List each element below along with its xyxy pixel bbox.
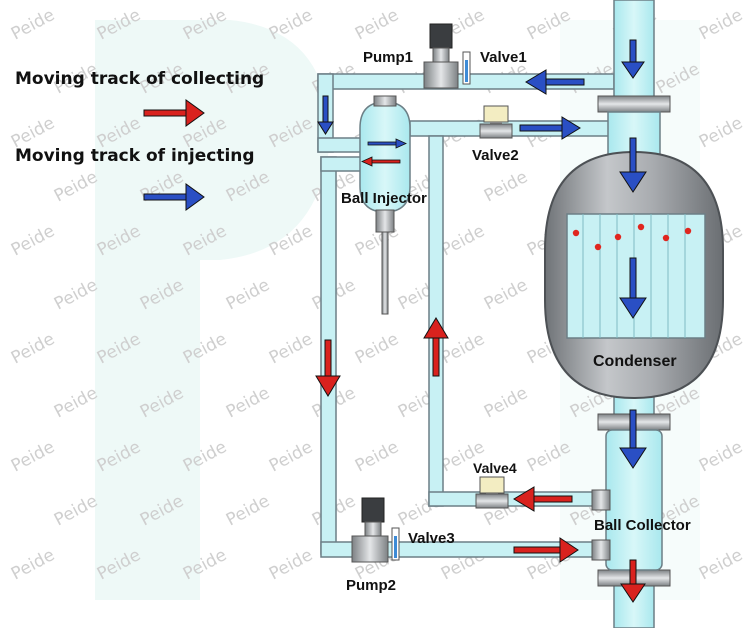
label-condenser: Condenser [593, 353, 677, 370]
label-valve4: Valve4 [473, 460, 517, 476]
inject-arrow-condenser-inlet [619, 137, 647, 193]
collect-arrow-left-down [315, 339, 341, 397]
ball-injector [359, 95, 411, 315]
label-valve1: Valve1 [480, 49, 527, 66]
watermark-text: Peide [352, 437, 402, 476]
valve3 [391, 527, 400, 561]
watermark-text: Peide [481, 275, 531, 314]
legend-injecting-label: Moving track of injecting [15, 146, 255, 166]
inject-arrow-injector [367, 138, 407, 149]
collect-arrow-middle-up [423, 317, 449, 377]
watermark-text: Peide [696, 5, 743, 44]
label-pump2: Pump2 [346, 577, 396, 594]
watermark-text: Peide [438, 221, 488, 260]
watermark-text: Peide [8, 329, 58, 368]
watermark-text: Peide [51, 167, 101, 206]
legend: Moving track of collecting Moving track … [15, 69, 264, 211]
watermark-text: Peide [51, 275, 101, 314]
pipe-injector-inlet [317, 137, 363, 153]
collect-arrow-bottom [513, 537, 579, 563]
label-ball-injector: Ball Injector [341, 190, 427, 207]
ball-collector [591, 429, 663, 571]
inject-arrow-left-leg [317, 95, 334, 135]
inject-arrow-main-top [621, 39, 645, 79]
watermark-text: Peide [223, 491, 273, 530]
label-valve2: Valve2 [472, 147, 519, 164]
watermark-text: Peide [8, 5, 58, 44]
watermark-text: Peide [8, 437, 58, 476]
watermark-text: Peide [696, 113, 743, 152]
watermark-text: Peide [352, 329, 402, 368]
inject-arrow-to-collector [619, 409, 647, 469]
label-valve3: Valve3 [408, 530, 455, 547]
watermark-text: Peide [481, 383, 531, 422]
collect-arrow-main-bottom [620, 559, 646, 603]
watermark-text: Peide [266, 437, 316, 476]
collect-arrow-injector [361, 156, 401, 167]
component-labels: Pump1 Valve1 Valve2 Ball Injector Conden… [341, 49, 691, 594]
pump1 [423, 23, 459, 89]
watermark-text: Peide [266, 5, 316, 44]
collect-arrow-valve4 [513, 486, 573, 512]
cleaning-balls [572, 223, 692, 251]
label-pump1: Pump1 [363, 49, 413, 66]
legend-collecting-label: Moving track of collecting [15, 69, 264, 89]
watermark-text: Peide [51, 383, 101, 422]
valve1 [462, 51, 471, 85]
valve4 [475, 476, 509, 509]
watermark-text: Peide [51, 491, 101, 530]
valve2 [479, 105, 513, 139]
watermark-text: Peide [266, 329, 316, 368]
flow-arrows [315, 39, 647, 603]
legend-collecting-arrow [143, 99, 205, 127]
pump2 [351, 497, 389, 563]
watermark-text: Peide [223, 275, 273, 314]
watermark-text: Peide [8, 545, 58, 584]
watermark-text: Peide [8, 221, 58, 260]
watermark-text: Peide [223, 383, 273, 422]
watermark-text: Peide [481, 167, 531, 206]
watermark-text: Peide [696, 437, 743, 476]
pipe-injector-outlet [320, 156, 364, 172]
watermark-text: Peide [352, 5, 402, 44]
legend-injecting-arrow [143, 183, 205, 211]
label-ball-collector: Ball Collector [594, 517, 691, 534]
watermark-text: Peide [696, 545, 743, 584]
inject-arrow-valve2 [519, 116, 581, 140]
inject-arrow-condenser-tubes [619, 257, 647, 319]
inject-arrow-valve1 [525, 69, 585, 95]
flange-top [597, 95, 671, 113]
watermark-text: Peide [266, 545, 316, 584]
